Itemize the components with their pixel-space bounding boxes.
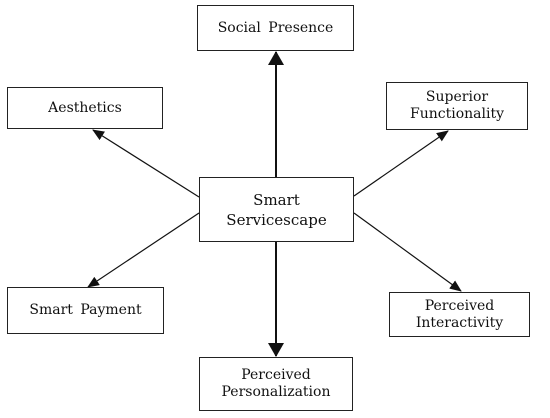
node-aesthetics: Aesthetics xyxy=(7,87,163,129)
node-social-presence: Social Presence xyxy=(197,5,354,51)
node-label-line-1: Perceived xyxy=(241,367,311,383)
node-label-line-1: Superior xyxy=(425,89,489,105)
node-label-line-1: Perceived xyxy=(424,297,495,314)
edge-to-aesthetics xyxy=(92,129,200,198)
node-smart-payment: Smart Payment xyxy=(7,287,164,334)
node-label-line-2: Personalization xyxy=(221,384,331,400)
node-label-line-1: Smart xyxy=(253,190,300,209)
node-label-line-2: Servicescape xyxy=(226,210,327,229)
edge-to-superior-functionality xyxy=(353,130,449,197)
node-superior-functionality: Superior Functionality xyxy=(386,82,528,130)
node-label: Aesthetics xyxy=(48,99,122,116)
node-smart-servicescape: Smart Servicescape xyxy=(199,177,354,242)
node-label-line-2: Interactivity xyxy=(415,314,504,331)
node-label: Social Presence xyxy=(217,19,334,36)
node-perceived-personalization: Perceived Personalization xyxy=(199,357,353,411)
node-perceived-interactivity: Perceived Interactivity xyxy=(389,292,530,337)
edge-to-smart-payment xyxy=(87,212,200,288)
node-label-line-2: Functionality xyxy=(410,106,504,122)
node-label: Smart Payment xyxy=(29,302,142,318)
edge-to-perceived-interactivity xyxy=(353,212,462,292)
